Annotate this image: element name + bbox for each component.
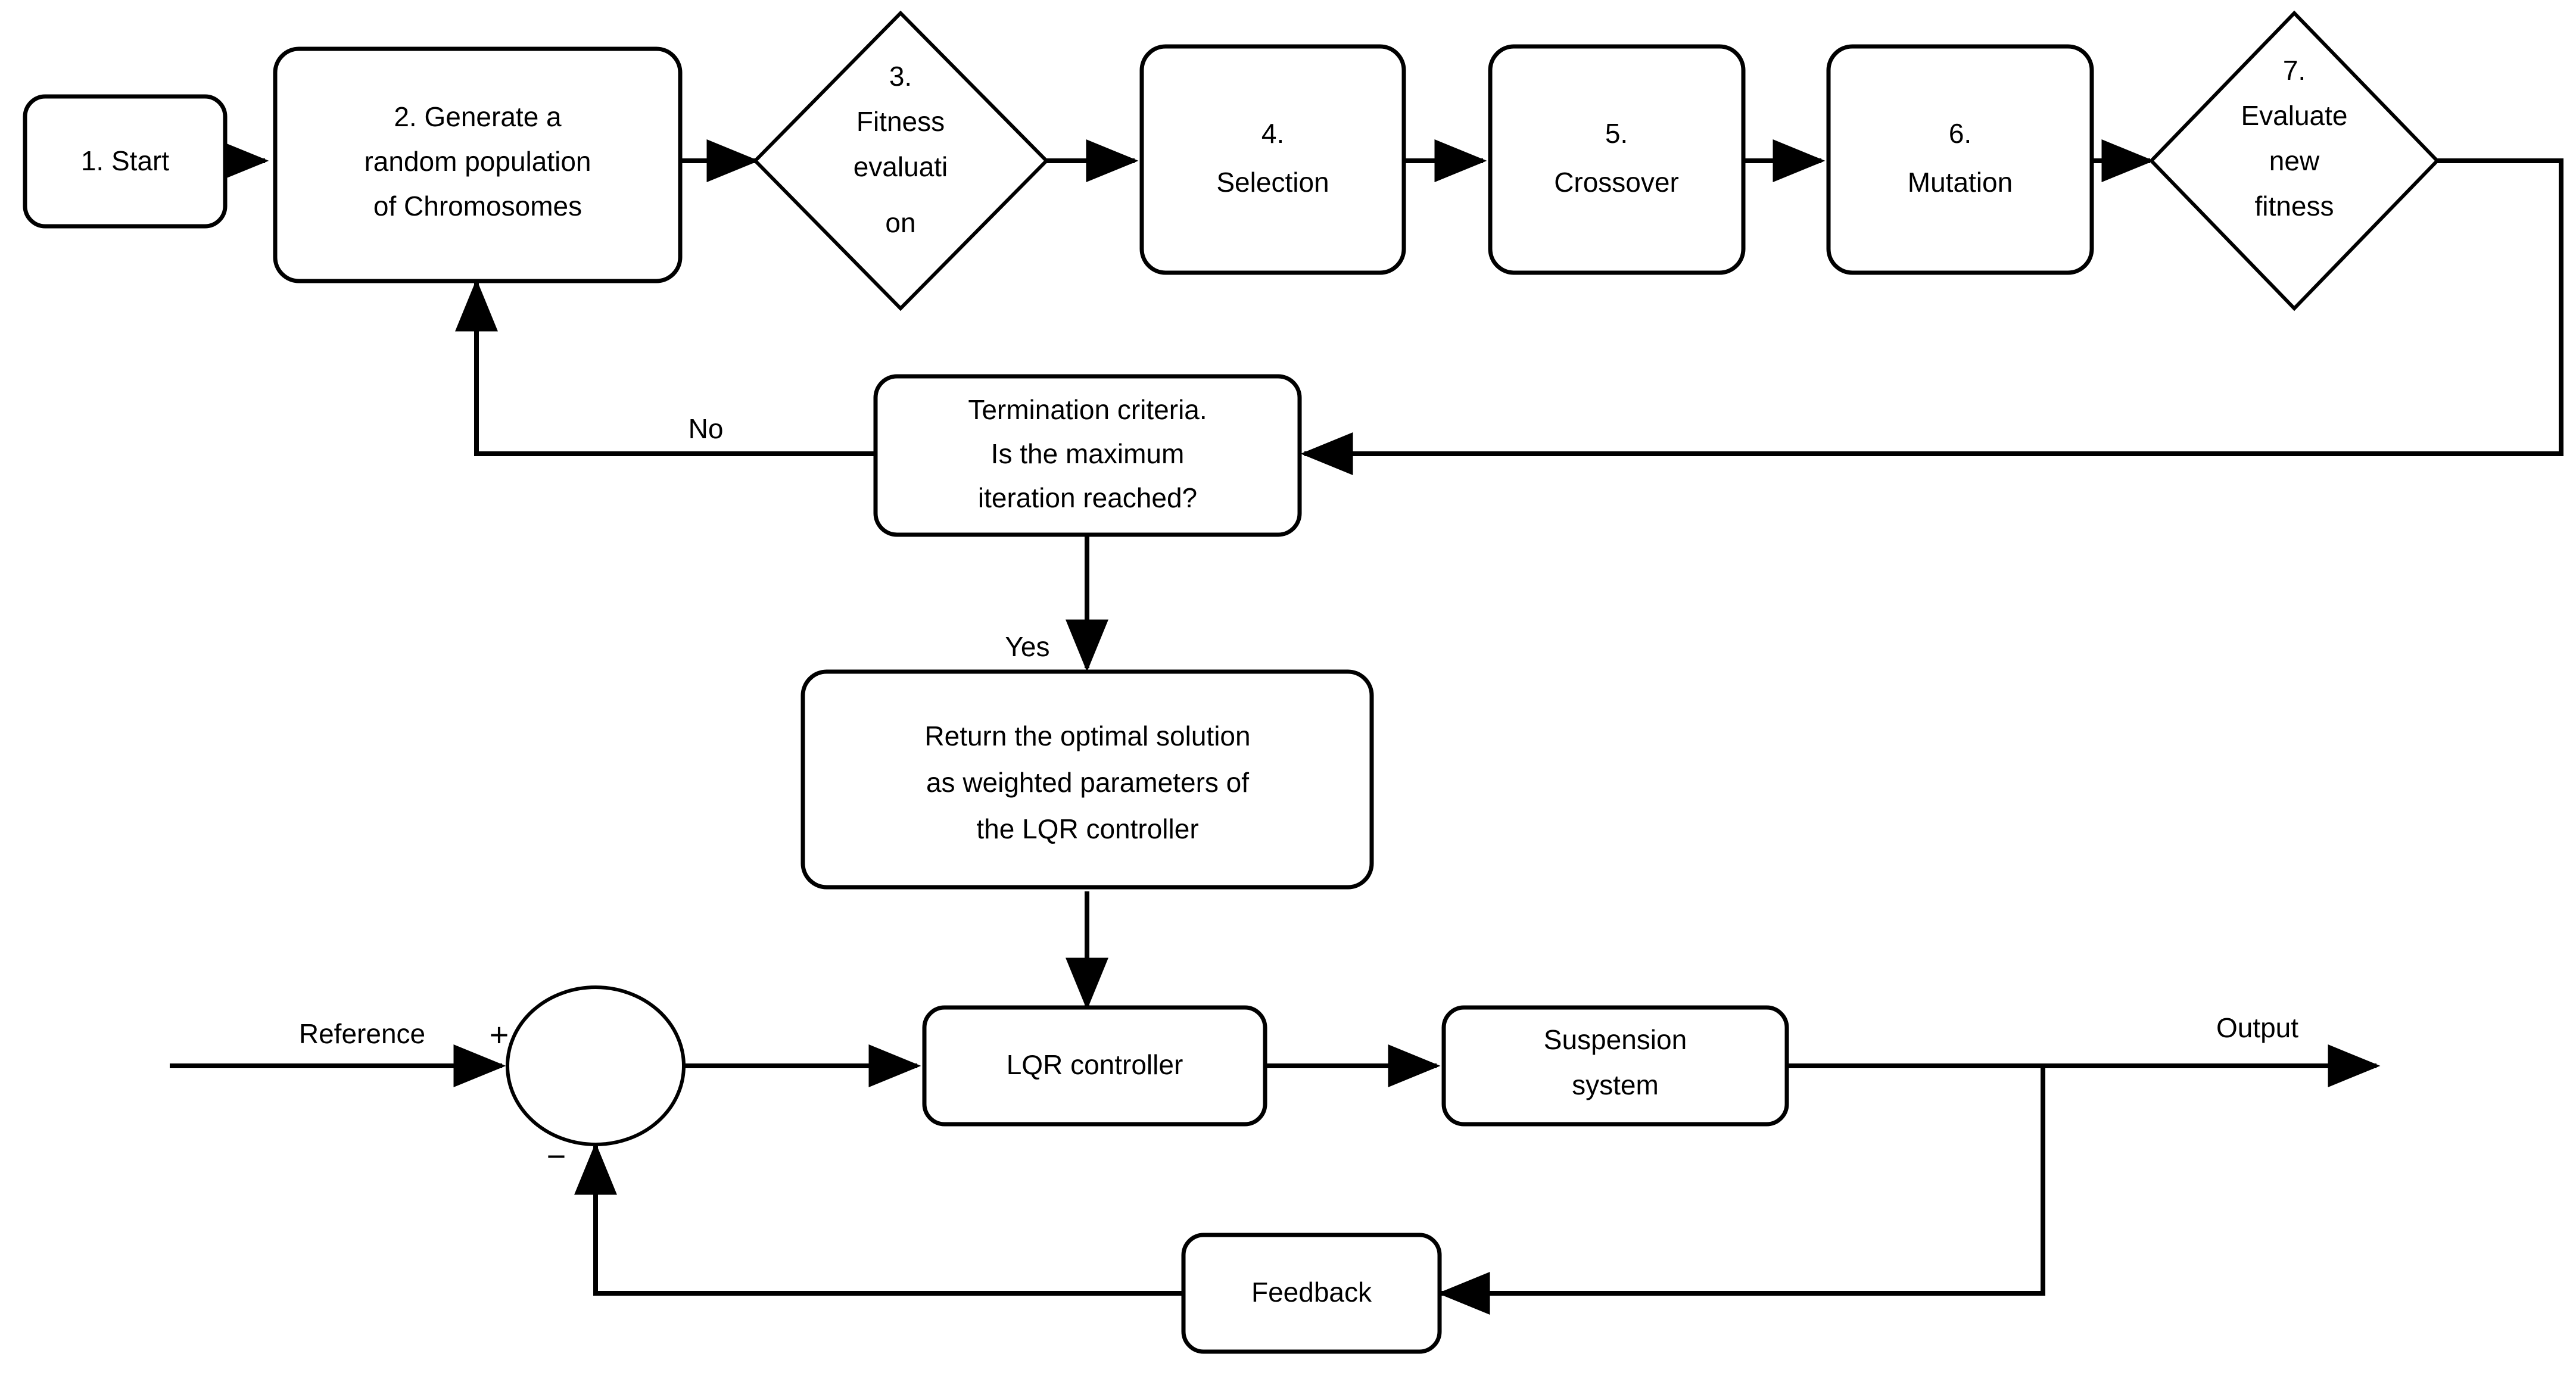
edge-evaluate-to-termination: [1300, 158, 2563, 475]
selection-label-line2: Selection: [1216, 167, 1329, 198]
edge-feedback-to-sum: [574, 1142, 1182, 1296]
start-label: 1. Start: [81, 145, 170, 176]
mutation-label-line2: Mutation: [1908, 167, 2013, 198]
node-lqr-controller[interactable]: LQR controller: [922, 1005, 1267, 1127]
node-termination-criteria[interactable]: Termination criteria. Is the maximum ite…: [873, 374, 1302, 537]
crossover-box[interactable]: [1488, 44, 1746, 275]
mutation-label-line1: 6.: [1949, 118, 1971, 149]
evaluate-label-line4: fitness: [2255, 191, 2334, 222]
return-solution-box[interactable]: [800, 669, 1374, 890]
sum-minus-sign: −: [547, 1137, 566, 1175]
node-start[interactable]: 1. Start: [23, 94, 228, 229]
termination-box[interactable]: [873, 374, 1302, 537]
suspension-system-box[interactable]: [1441, 1005, 1789, 1127]
sum-plus-sign: +: [490, 1016, 509, 1053]
edge-label-no: No: [689, 413, 724, 444]
edge-termination-no-to-generate: [455, 279, 874, 456]
node-generate[interactable]: 2. Generate a random population of Chrom…: [273, 46, 683, 283]
node-feedback[interactable]: Feedback: [1181, 1233, 1442, 1354]
feedback-label: Feedback: [1251, 1277, 1372, 1308]
node-crossover[interactable]: 5. Crossover: [1488, 44, 1746, 275]
node-suspension-system[interactable]: Suspension system: [1441, 1005, 1789, 1127]
return-label-line2: as weighted parameters of: [926, 767, 1249, 798]
generate-label-line2: random population: [364, 146, 591, 177]
sum-junction-ellipse[interactable]: [506, 985, 686, 1146]
node-fitness-evaluation[interactable]: 3. Fitness evaluati on: [752, 10, 1049, 311]
edge-label-yes: Yes: [1005, 631, 1049, 662]
lqr-controller-box[interactable]: [922, 1005, 1267, 1127]
fitness-diamond[interactable]: [752, 10, 1049, 311]
generate-box[interactable]: [273, 46, 683, 283]
mutation-box[interactable]: [1826, 44, 2094, 275]
return-label-line3: the LQR controller: [976, 813, 1198, 844]
crossover-label-line1: 5.: [1605, 118, 1628, 149]
node-sum-junction[interactable]: + −: [490, 985, 686, 1175]
fitness-label-line4: on: [885, 207, 915, 238]
lqr-controller-label: LQR controller: [1007, 1049, 1183, 1080]
termination-label-line3: iteration reached?: [978, 482, 1197, 513]
node-return-solution[interactable]: Return the optimal solution as weighted …: [800, 669, 1374, 890]
evaluate-label-line3: new: [2269, 145, 2320, 176]
node-selection[interactable]: 4. Selection: [1139, 44, 1406, 275]
fitness-label-line1: 3.: [889, 61, 912, 92]
fitness-label-line2: Fitness: [856, 106, 945, 137]
node-mutation[interactable]: 6. Mutation: [1826, 44, 2094, 275]
feedback-box[interactable]: [1181, 1233, 1442, 1354]
selection-box[interactable]: [1139, 44, 1406, 275]
termination-label-line1: Termination criteria.: [968, 394, 1207, 425]
suspension-label-line1: Suspension: [1544, 1024, 1687, 1055]
selection-label-line1: 4.: [1261, 118, 1284, 149]
generate-label-line3: of Chromosomes: [373, 191, 582, 222]
start-box[interactable]: [23, 94, 228, 229]
evaluate-label-line1: 7.: [2283, 55, 2306, 86]
evaluate-label-line2: Evaluate: [2241, 100, 2347, 131]
edge-output-tap-to-feedback: [1437, 1066, 2045, 1315]
crossover-label-line2: Crossover: [1554, 167, 1679, 198]
return-label-line1: Return the optimal solution: [924, 720, 1250, 751]
edge-label-output: Output: [2216, 1012, 2298, 1043]
fitness-label-line3: evaluati: [854, 151, 948, 182]
evaluate-diamond[interactable]: [2148, 10, 2440, 311]
edge-label-reference: Reference: [299, 1018, 425, 1049]
suspension-label-line2: system: [1572, 1069, 1659, 1100]
generate-label-line1: 2. Generate a: [394, 101, 562, 132]
termination-label-line2: Is the maximum: [991, 438, 1185, 469]
node-evaluate-new-fitness[interactable]: 7. Evaluate new fitness: [2148, 10, 2440, 311]
